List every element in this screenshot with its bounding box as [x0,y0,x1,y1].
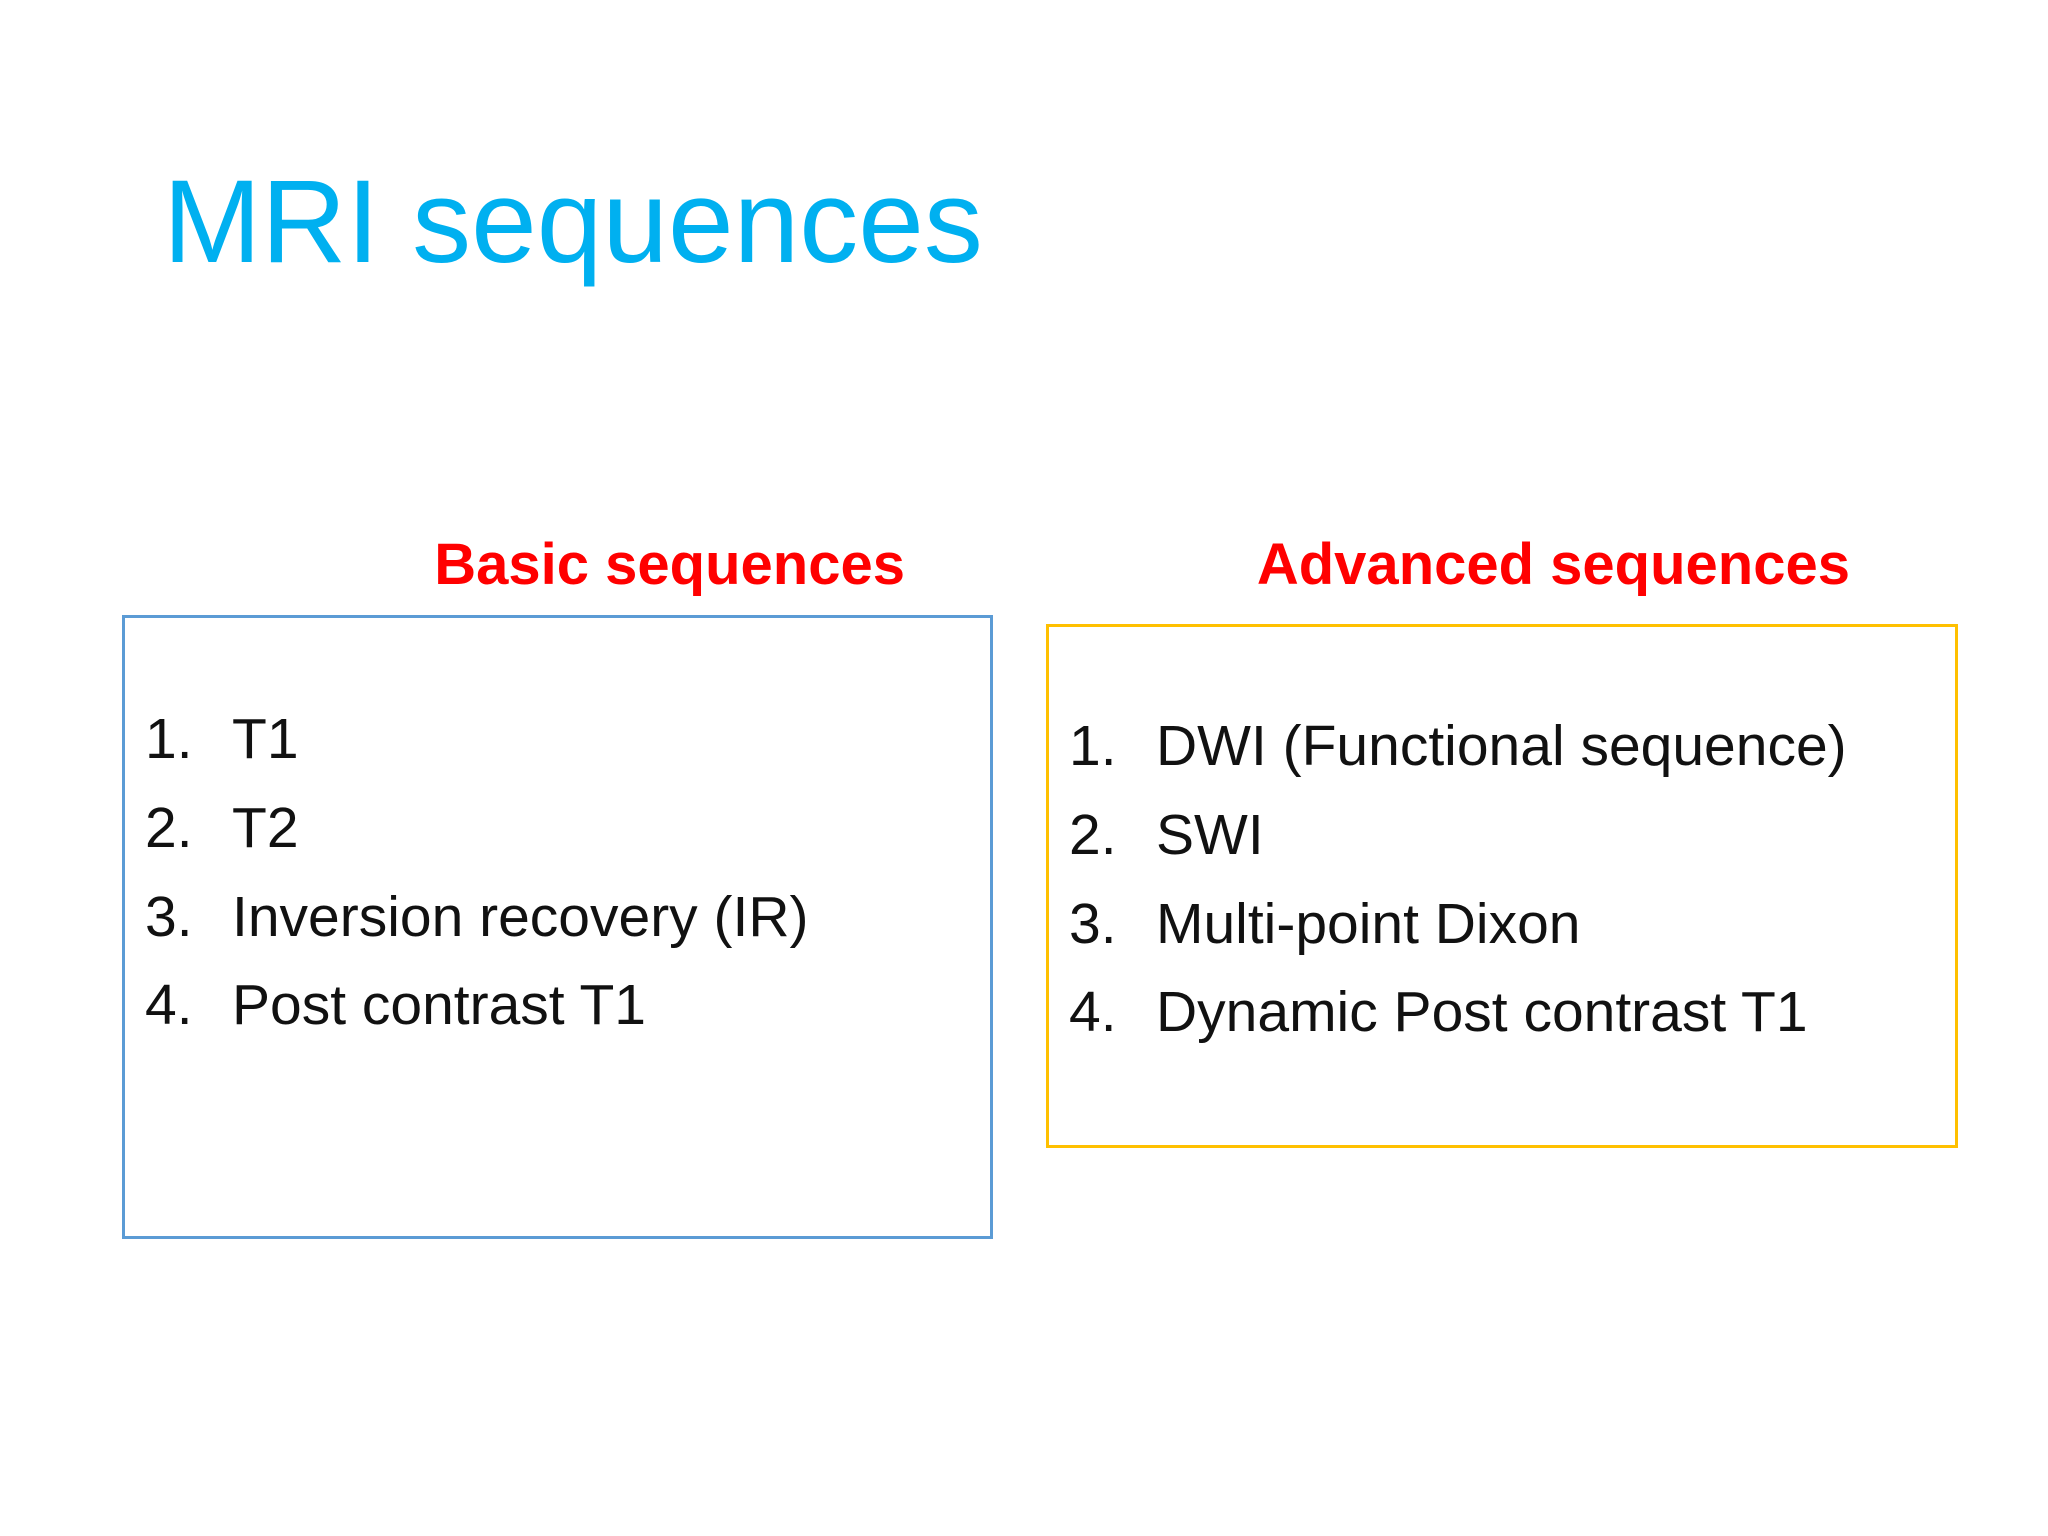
list-item: 2. T2 [145,795,809,861]
list-item: 2. SWI [1069,802,1939,868]
basic-sequences-list: 1. T1 2. T2 3. Inversion recovery (IR) 4… [145,707,809,1063]
list-item-number: 3. [1069,891,1117,956]
list-item-text: Post contrast T1 [232,973,646,1038]
list-item-number: 3. [145,884,193,949]
list-item-number: 2. [1069,802,1117,867]
list-item-text: T2 [232,795,299,860]
list-item: 1. DWI (Functional sequence) [1069,714,1939,779]
advanced-sequences-box: 1. DWI (Functional sequence) 2. SWI 3. M… [1046,624,1958,1148]
list-item-text: SWI [1156,802,1264,867]
list-item-number: 4. [145,973,193,1038]
list-item-text: DWI (Functional sequence) [1156,714,1847,778]
advanced-sequences-list: 1. DWI (Functional sequence) 2. SWI 3. M… [1069,714,1939,1070]
basic-sequences-box: 1. T1 2. T2 3. Inversion recovery (IR) 4… [122,615,993,1239]
list-item-text: Multi-point Dixon [1156,891,1581,956]
basic-sequences-heading: Basic sequences [434,532,905,597]
list-item-number: 4. [1069,980,1117,1045]
list-item-text: Inversion recovery (IR) [232,884,809,949]
list-item-number: 2. [145,795,193,860]
list-item: 3. Multi-point Dixon [1069,891,1939,957]
slide-title: MRI sequences [163,156,983,288]
list-item: 4. Post contrast T1 [145,974,809,1038]
list-item: 3. Inversion recovery (IR) [145,884,809,950]
list-item-text: Dynamic Post contrast T1 [1156,980,1808,1045]
list-item: 4. Dynamic Post contrast T1 [1069,981,1939,1045]
advanced-sequences-heading: Advanced sequences [1256,532,1850,597]
list-item-text: T1 [232,707,299,771]
list-item: 1. T1 [145,707,809,772]
list-item-number: 1. [145,707,193,771]
list-item-number: 1. [1069,714,1117,778]
